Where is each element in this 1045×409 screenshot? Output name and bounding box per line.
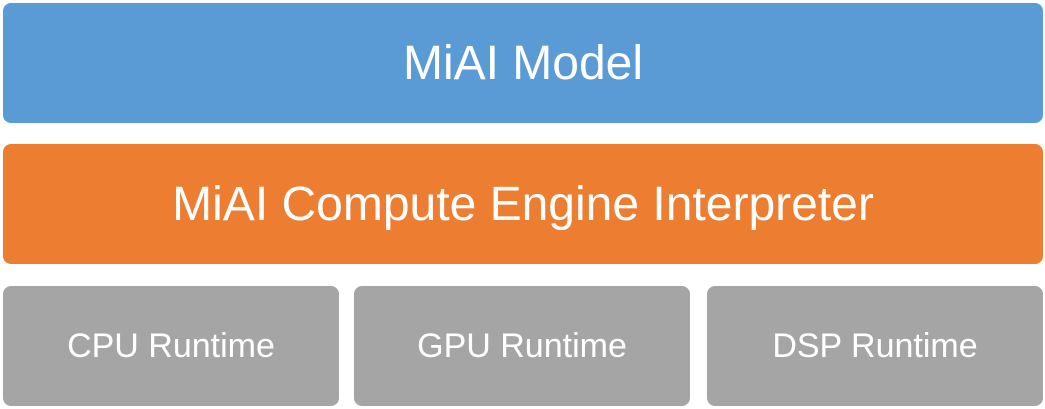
runtime-layer: CPU Runtime GPU Runtime DSP Runtime: [3, 286, 1043, 406]
miai-model-layer: MiAI Model: [3, 3, 1043, 123]
compute-engine-interpreter-label: MiAI Compute Engine Interpreter: [172, 177, 874, 231]
miai-model-label: MiAI Model: [402, 36, 644, 90]
gpu-runtime-box: GPU Runtime: [354, 286, 690, 406]
gpu-runtime-label: GPU Runtime: [417, 326, 627, 365]
compute-engine-interpreter-layer: MiAI Compute Engine Interpreter: [3, 144, 1043, 264]
dsp-runtime-box: DSP Runtime: [707, 286, 1043, 406]
cpu-runtime-label: CPU Runtime: [67, 326, 275, 365]
cpu-runtime-box: CPU Runtime: [3, 286, 339, 406]
dsp-runtime-label: DSP Runtime: [772, 326, 978, 365]
